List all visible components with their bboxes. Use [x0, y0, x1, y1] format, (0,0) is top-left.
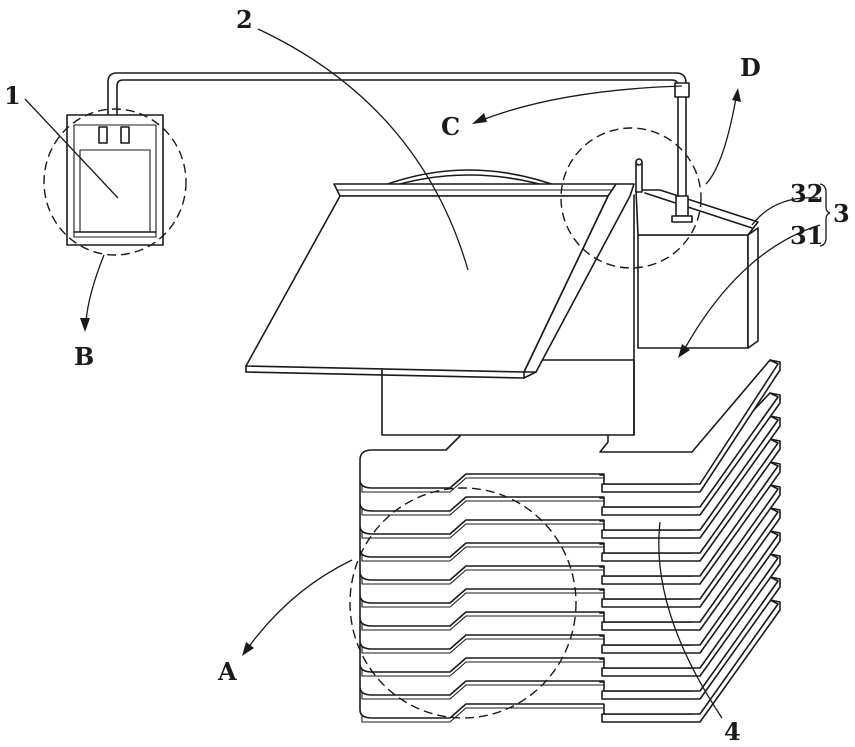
- part-32-plate: [636, 190, 758, 235]
- cover-plate: [246, 170, 634, 378]
- tank: [67, 115, 163, 245]
- label-1: 1: [4, 81, 21, 110]
- label-a: A: [217, 657, 237, 686]
- label-b: B: [74, 342, 94, 371]
- label-c: C: [441, 112, 460, 141]
- part-31-box: [638, 228, 758, 348]
- label-2: 2: [236, 5, 253, 34]
- label-4: 4: [724, 717, 741, 746]
- label-31: 31: [790, 221, 823, 250]
- label-d: D: [740, 53, 761, 82]
- label-32: 32: [790, 179, 823, 208]
- label-3: 3: [833, 199, 850, 228]
